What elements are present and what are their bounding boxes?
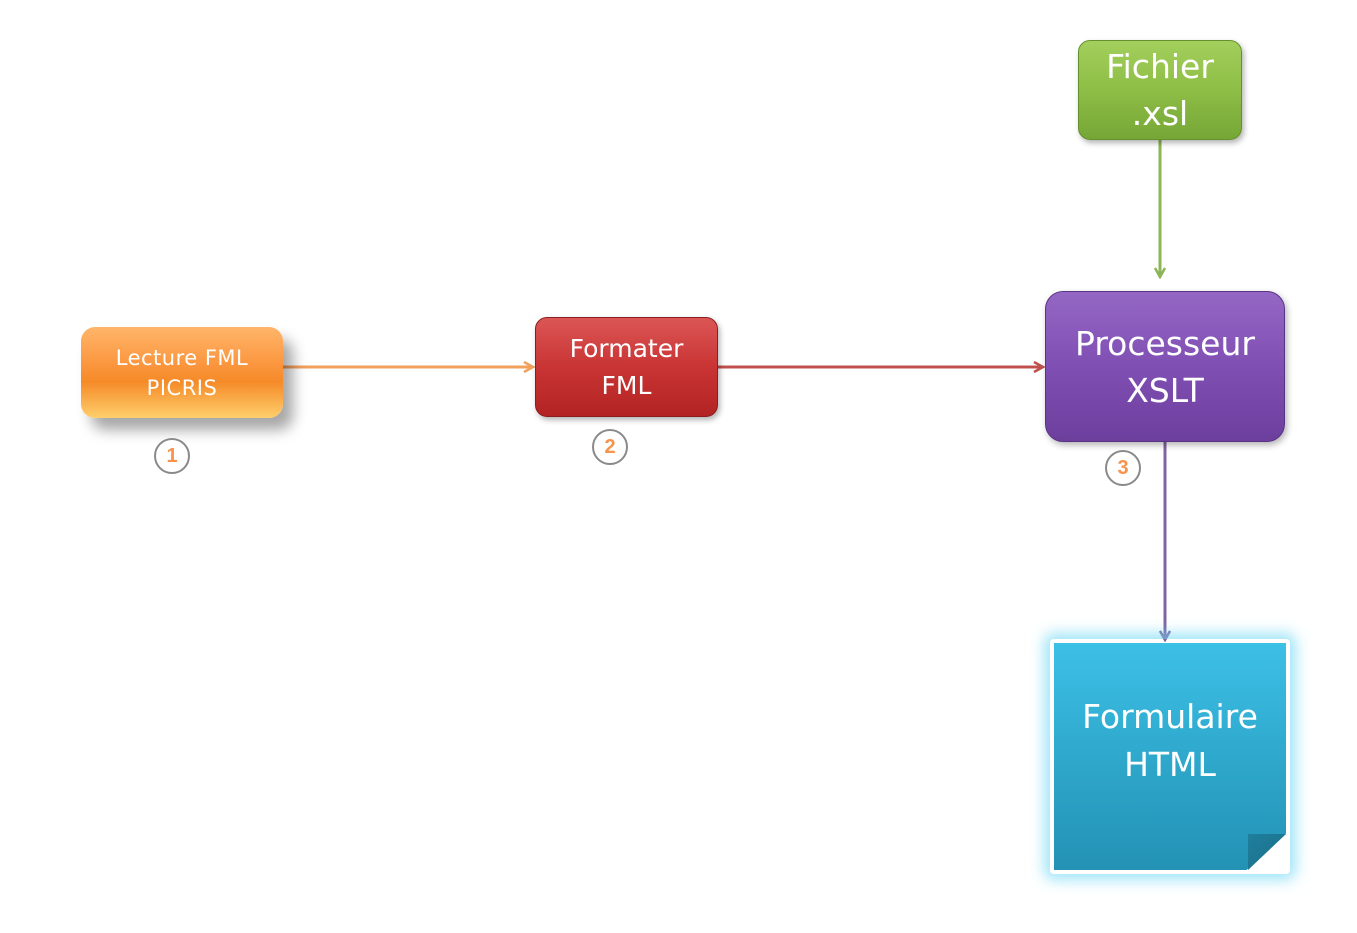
node-label: Formulaire HTML [1082, 697, 1258, 784]
node-label: Fichier .xsl [1106, 47, 1214, 133]
node-label: Lecture FML PICRIS [115, 345, 249, 400]
step-badge-2: 2 [592, 429, 628, 465]
node-fichier-xsl: Fichier .xsl [1078, 40, 1242, 140]
node-formulaire-html: Formulaire HTML [1054, 643, 1286, 870]
node-formater-fml: Formater FML [535, 317, 718, 417]
node-processeur-xslt: Processeur XSLT [1045, 291, 1285, 442]
node-label: Formater FML [569, 334, 684, 400]
node-lecture-fml-picris: Lecture FML PICRIS [81, 327, 283, 418]
step-badge-3: 3 [1105, 450, 1141, 486]
step-badge-1: 1 [154, 438, 190, 474]
node-label: Processeur XSLT [1075, 323, 1255, 410]
